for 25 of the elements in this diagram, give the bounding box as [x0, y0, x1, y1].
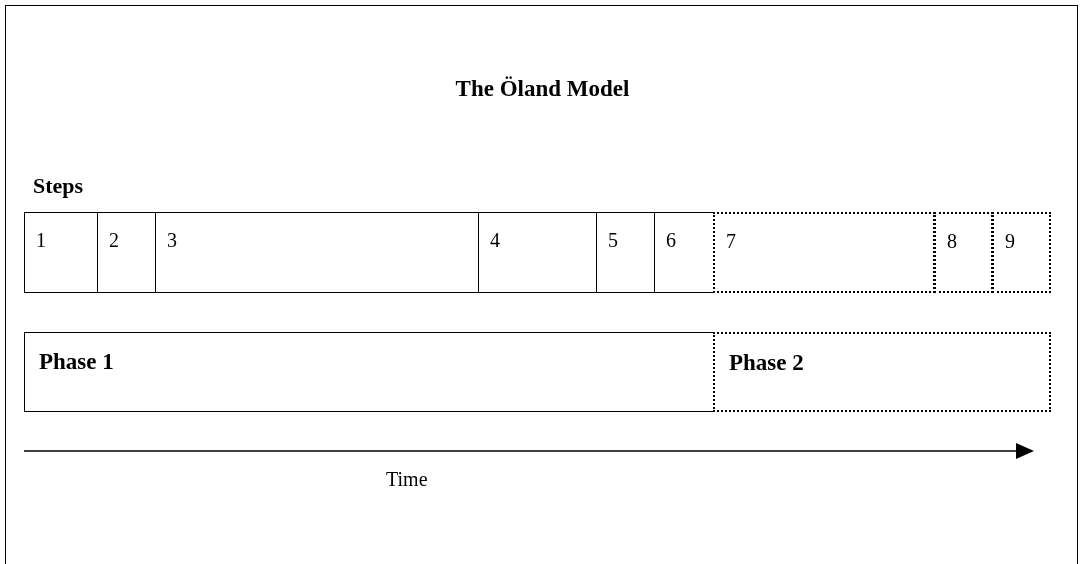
step-number: 1 [36, 229, 46, 252]
step-number: 9 [1005, 230, 1015, 253]
phase-label: Phase 2 [729, 350, 804, 376]
phase-bar [713, 332, 1051, 412]
step-cell [155, 212, 479, 293]
step-number: 3 [167, 229, 177, 252]
step-cell [24, 212, 98, 293]
step-number: 8 [947, 230, 957, 253]
section-label: Steps [33, 173, 84, 199]
diagram-title: The Öland Model [455, 76, 630, 101]
step-cell [713, 212, 935, 293]
phase-bar [24, 332, 714, 412]
step-cell [97, 212, 156, 293]
step-number: 6 [666, 229, 676, 252]
step-number: 7 [726, 230, 736, 253]
axis-label: Time [386, 468, 428, 491]
step-cell [934, 212, 993, 293]
step-cell [654, 212, 714, 293]
step-number: 5 [608, 229, 618, 252]
step-number: 2 [109, 229, 119, 252]
step-number: 4 [490, 229, 500, 252]
phase-label: Phase 1 [39, 349, 114, 375]
step-cell [992, 212, 1051, 293]
step-cell [596, 212, 655, 293]
step-cell [478, 212, 597, 293]
